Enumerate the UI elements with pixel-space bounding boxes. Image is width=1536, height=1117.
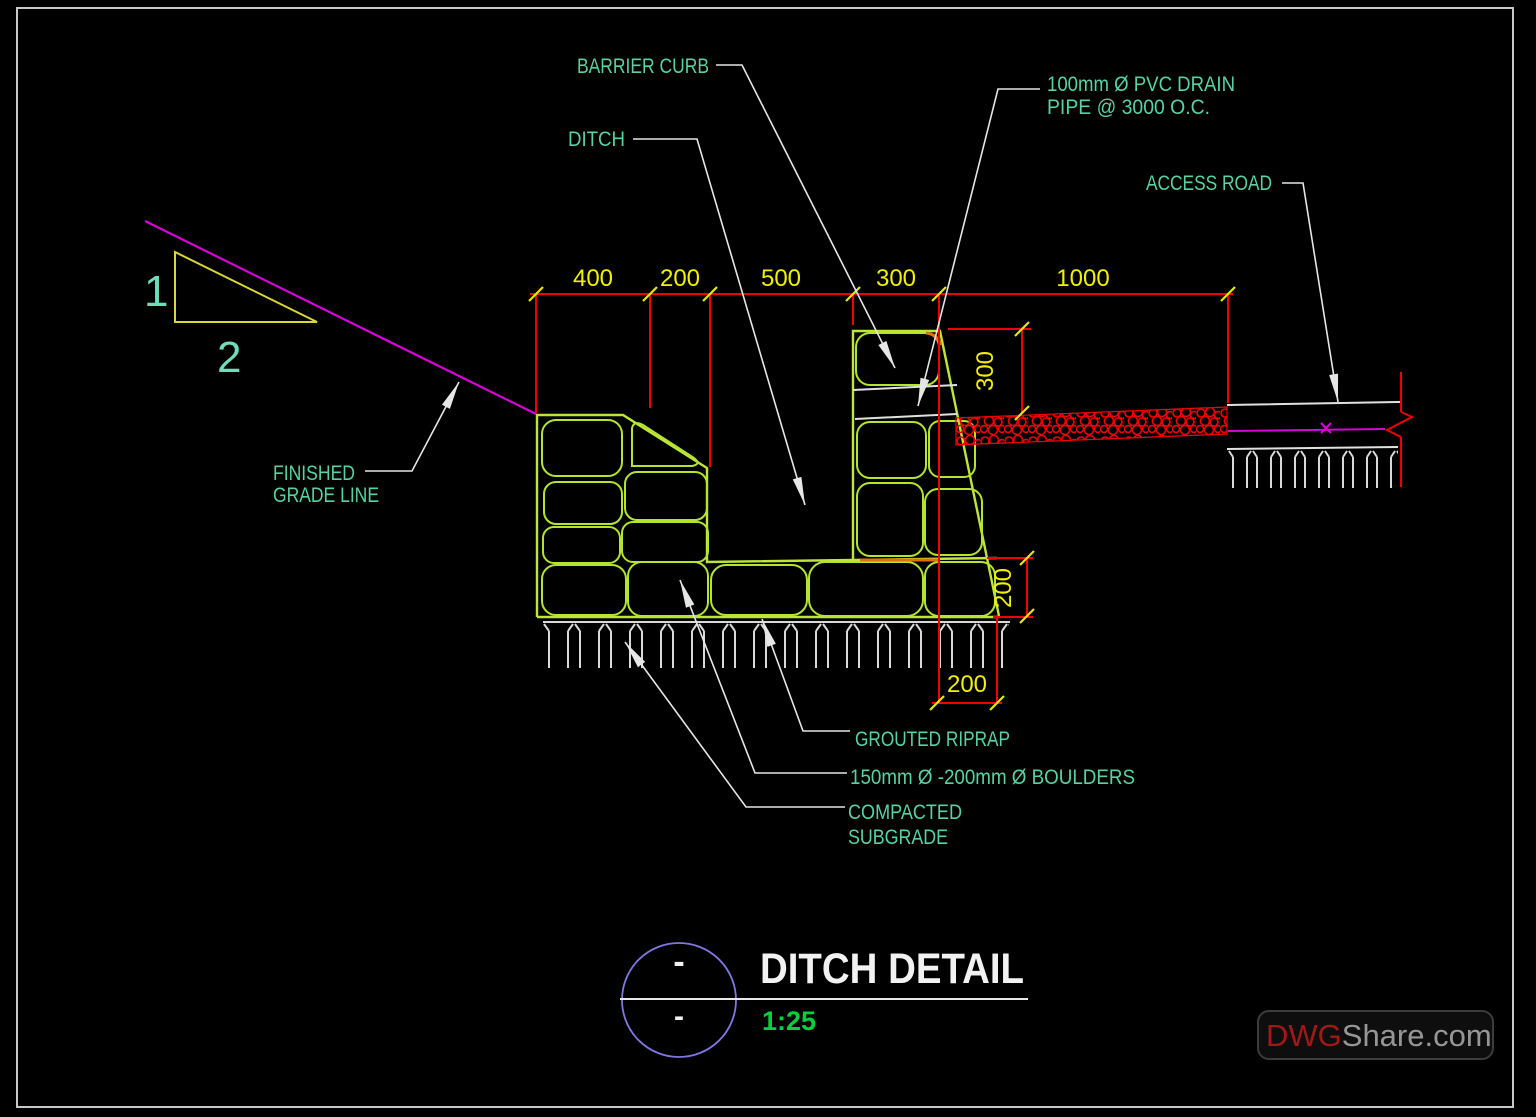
label-finished-grade-line1: FINISHED <box>273 462 355 485</box>
boulder <box>542 526 621 564</box>
leader-barrier-curb <box>716 64 896 369</box>
dimension-ticks <box>528 286 1236 711</box>
watermark-box <box>1257 1010 1494 1060</box>
label-compacted-subgrade-line2: SUBGRADE <box>848 826 948 849</box>
label-ditch: DITCH <box>568 128 625 151</box>
label-access-road: ACCESS ROAD <box>1146 172 1272 195</box>
dimension-labels: 400 200 500 300 1000 300 200 200 <box>573 265 1110 698</box>
subgrade-hatch <box>543 450 1398 668</box>
label-compacted-subgrade-line1: COMPACTED <box>848 801 962 824</box>
drain-gravel-bed <box>955 406 1228 446</box>
pvc-pipe-lines <box>852 384 958 420</box>
dimension-lines-red <box>530 293 1415 704</box>
boulder <box>543 481 623 525</box>
boulder <box>808 561 924 617</box>
slope-triangle <box>174 250 318 323</box>
dim-300-vertical: 300 <box>972 351 999 391</box>
slope-rise-label: 1 <box>144 267 168 316</box>
leader-pvc-drain <box>917 88 1040 407</box>
leader-ditch <box>633 138 806 506</box>
label-boulders: 150mm Ø -200mm Ø BOULDERS <box>850 766 1135 789</box>
boulders-group <box>541 332 996 617</box>
label-finished-grade-line2: GRADE LINE <box>273 484 379 507</box>
dim-400: 400 <box>573 265 613 292</box>
title-block: - - DITCH DETAIL 1:25 <box>620 942 1028 1058</box>
boulder <box>627 561 709 617</box>
road-centerline <box>1227 428 1386 432</box>
detail-number: - <box>673 943 684 981</box>
boulder <box>856 421 927 479</box>
boulder <box>541 419 623 477</box>
centerline-x-marker <box>1320 422 1332 434</box>
boulder <box>621 521 709 563</box>
boulder <box>541 564 627 616</box>
annotation-labels: BARRIER CURB DITCH 100mm Ø PVC DRAIN PIP… <box>273 55 1272 849</box>
boulder <box>928 420 976 478</box>
riprap-structure-outline <box>535 329 1001 619</box>
finished-grade-line <box>144 220 537 415</box>
drawing-scale: 1:25 <box>762 1006 816 1036</box>
dim-200-vertical: 200 <box>990 568 1017 608</box>
watermark: DWGShare.com <box>1257 1010 1494 1060</box>
sheet-border <box>16 7 1514 1108</box>
boulder <box>856 482 924 557</box>
boulder <box>624 471 708 521</box>
label-pvc-drain-line1: 100mm Ø PVC DRAIN <box>1047 73 1235 96</box>
leader-lines <box>365 64 1339 808</box>
road-surface-lines <box>1226 401 1401 450</box>
dim-500: 500 <box>761 265 801 292</box>
dim-200: 200 <box>660 265 700 292</box>
leader-compacted-subgrade <box>624 641 845 808</box>
slope-run-label: 2 <box>217 333 241 382</box>
label-barrier-curb: BARRIER CURB <box>577 55 709 78</box>
leader-access-road <box>1282 182 1339 403</box>
watermark-prefix: DWG <box>1266 1018 1342 1053</box>
label-grouted-riprap: GROUTED RIPRAP <box>855 728 1010 751</box>
dim-300: 300 <box>876 265 916 292</box>
leader-boulders <box>679 579 847 774</box>
boulder <box>710 564 808 616</box>
leader-grouted-riprap <box>761 618 850 732</box>
sheet-number: - <box>674 1000 684 1033</box>
dim-1000: 1000 <box>1056 265 1109 292</box>
boulder <box>631 422 699 467</box>
barrier-curb-boulder <box>855 332 940 386</box>
drawing-title: DITCH DETAIL <box>760 945 1024 993</box>
access-road-section <box>1226 401 1401 450</box>
watermark-suffix: Share.com <box>1342 1018 1492 1053</box>
boulder <box>924 488 983 556</box>
boulder <box>924 561 996 617</box>
slope-indicator: 1 2 <box>144 250 318 382</box>
label-pvc-drain-line2: PIPE @ 3000 O.C. <box>1047 96 1210 119</box>
leader-finished-grade <box>365 381 460 472</box>
watermark-text: DWGShare.com <box>1266 1018 1492 1053</box>
dim-200-toe: 200 <box>947 671 987 698</box>
